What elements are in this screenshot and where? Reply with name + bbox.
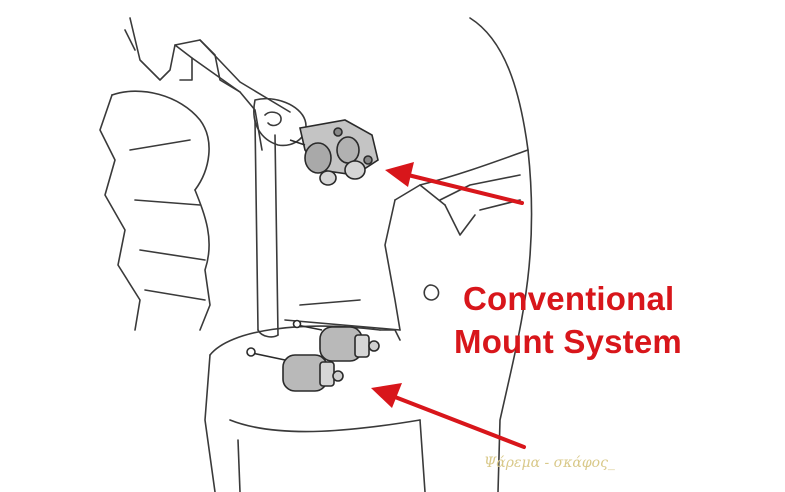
label-mount-system: Mount System — [454, 323, 682, 360]
transom-bracket — [111, 90, 210, 191]
steering-column — [254, 119, 259, 331]
watermark-text: Ψάρεμα - σκάφος_ — [484, 455, 615, 471]
engine-cowling — [469, 17, 533, 492]
lower-mount-rubber — [246, 319, 380, 392]
label-conventional: Conventional — [463, 280, 675, 317]
arrow-upper-mount — [406, 173, 524, 205]
arrow-lower-mount — [393, 395, 526, 449]
upper-mount — [289, 119, 379, 186]
pointer-arrows — [371, 162, 526, 449]
